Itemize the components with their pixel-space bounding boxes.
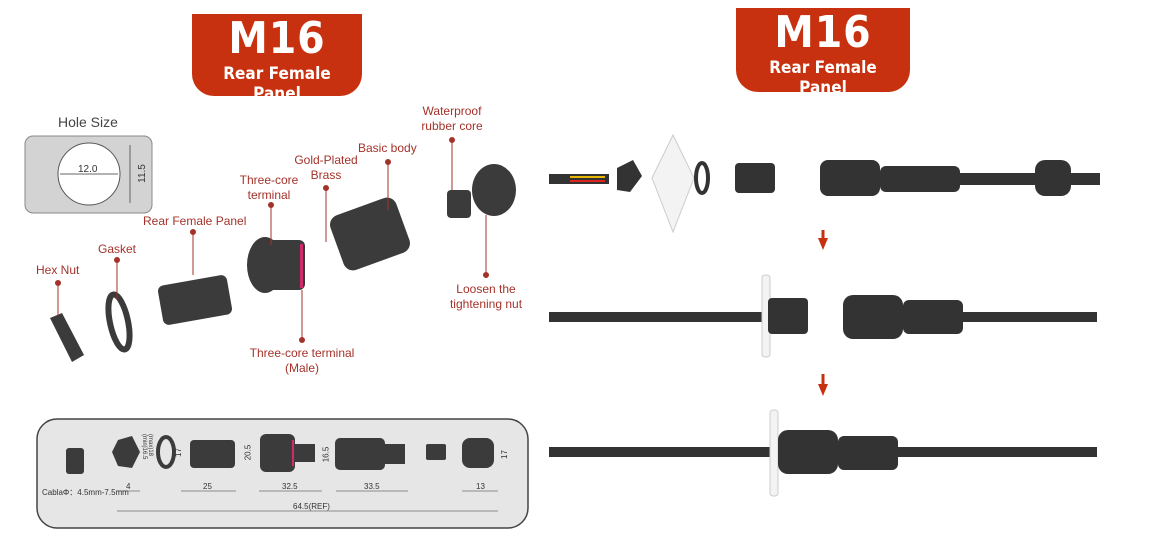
step3-panel — [769, 409, 779, 497]
dim-hex-nut — [112, 436, 140, 468]
tightening-nut — [472, 164, 516, 216]
dim-tightening-nut — [462, 438, 494, 468]
rubber-core — [447, 190, 471, 218]
cable — [549, 174, 609, 184]
hole-height: 11.5 — [136, 164, 148, 183]
hex-nut — [50, 313, 84, 362]
dim-panel-h: 17 — [173, 448, 183, 457]
step2-cable-left — [549, 312, 769, 322]
dim-basic-body — [335, 438, 385, 470]
dim-terminal-pins — [295, 444, 315, 462]
dim-nut-w: 4 — [126, 482, 131, 491]
hole-size-title: Hole Size — [58, 114, 118, 130]
step1-hex-nut — [617, 160, 642, 192]
step2-terminal — [843, 295, 903, 339]
dim-rear-panel — [190, 440, 235, 468]
dim-cable: CablaΦ：4.5mm-7.5mm — [42, 488, 129, 497]
rear-panel — [158, 275, 232, 325]
dim-cap-h: 17 — [499, 450, 509, 459]
terminal-male — [265, 240, 305, 290]
banner-title: M16 — [774, 7, 872, 58]
basic-body — [330, 197, 410, 271]
step1-terminal — [820, 160, 880, 196]
label-gold-plated: Gold-Plated Brass — [294, 153, 358, 182]
step2-body — [903, 300, 963, 334]
dim-core — [426, 444, 446, 460]
step2-rear-panel — [768, 298, 808, 334]
step1-panel — [651, 133, 695, 234]
dim-body-w: 33.5 — [364, 482, 380, 491]
dim-term-h: 20.5 — [243, 444, 253, 461]
arrow-down-icon — [818, 384, 828, 396]
banner-left: M16 Rear Female Panel — [192, 13, 362, 104]
arrow-down-icon — [818, 238, 828, 250]
step2-cable-right — [960, 312, 1097, 322]
label-loosen: Loosen the tightening nut — [449, 282, 523, 311]
step3-terminal — [778, 430, 838, 474]
dim-terminal — [260, 434, 295, 472]
label-male-terminal: Three-core terminal (Male) — [249, 346, 355, 375]
dim-term-w: 32.5 — [282, 482, 298, 491]
gasket — [105, 291, 133, 353]
step1-body — [880, 166, 960, 192]
hole-width: 12.0 — [78, 164, 98, 175]
dim-nut-h: (max)18 (min)16.5 — [141, 434, 153, 460]
banner-subtitle: Rear Female Panel — [769, 58, 877, 98]
banner-right: M16 Rear Female Panel — [736, 7, 910, 98]
label-hex-nut: Hex Nut — [36, 263, 80, 277]
step1-cable — [960, 173, 1100, 185]
dim-cap-w: 13 — [476, 482, 485, 491]
assembly-steps — [549, 133, 1100, 497]
dim-total: 64.5(REF) — [293, 502, 330, 511]
step1-gasket — [694, 161, 710, 195]
exploded-parts — [50, 164, 516, 362]
step1-nut — [1035, 160, 1071, 196]
dimension-parts — [66, 434, 494, 474]
dim-seal-ring — [292, 440, 294, 466]
dim-body-h: 16.5 — [321, 446, 331, 463]
dim-panel-w: 25 — [203, 482, 212, 491]
step1-rear-panel — [735, 163, 775, 193]
label-rubber-core: Waterproof rubber core — [421, 104, 483, 133]
terminal-seal-ring — [300, 244, 303, 288]
dimension-lines — [117, 490, 498, 512]
label-gasket: Gasket — [98, 242, 137, 256]
dim-body-tail — [385, 444, 405, 464]
step3-body — [838, 436, 898, 470]
label-three-core: Three-core terminal — [239, 173, 299, 202]
label-rear-panel: Rear Female Panel — [143, 214, 247, 228]
dim-rubber-core — [66, 448, 84, 474]
leader-lines — [55, 137, 489, 343]
label-basic-body: Basic body — [358, 141, 417, 155]
banner-title: M16 — [228, 13, 326, 64]
banner-subtitle: Rear Female Panel — [223, 64, 331, 104]
dim-gasket — [156, 435, 176, 469]
